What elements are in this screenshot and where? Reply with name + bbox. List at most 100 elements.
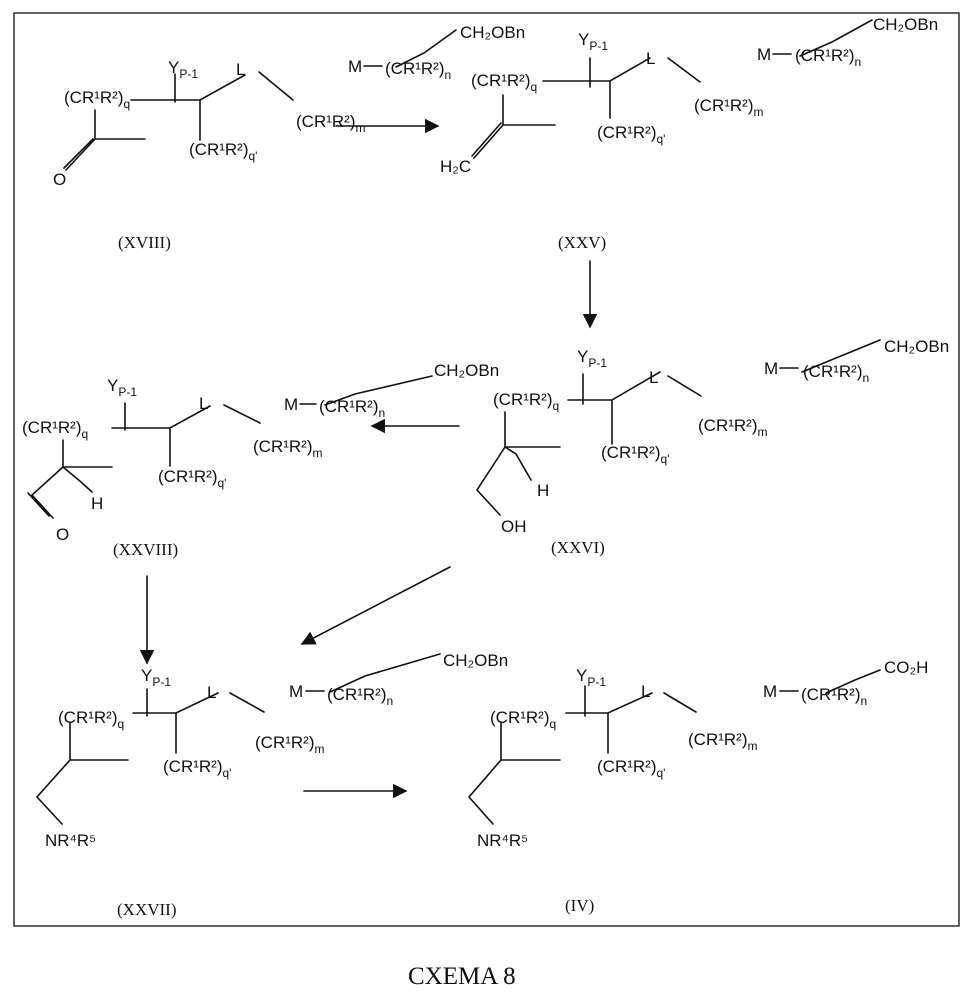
linker-m-label: M xyxy=(763,682,777,701)
compound-label: (XXVII) xyxy=(117,900,176,919)
group-label: (CR¹R²) xyxy=(698,416,757,435)
svg-text:(CR¹R²)n: (CR¹R²)n xyxy=(795,46,861,69)
group-label: (CR¹R²) xyxy=(597,123,656,142)
linker-l-label: L xyxy=(207,683,216,702)
linker-m-label: M xyxy=(289,682,303,701)
y-label: Y xyxy=(576,666,587,685)
svg-text:(CR¹R²)n: (CR¹R²)n xyxy=(803,362,869,385)
linker-m-label: M xyxy=(764,359,778,378)
compound-label: (XXVIII) xyxy=(113,540,178,559)
svg-text:(CR¹R²)m: (CR¹R²)m xyxy=(688,730,757,753)
compound-label: (XXV) xyxy=(558,233,606,252)
scheme-frame xyxy=(14,13,959,926)
group-label: (CR¹R²) xyxy=(694,96,753,115)
compound-XXVIII: (CR¹R²)q YP-1 L (CR¹R²)m (CR¹R²)q' M (CR… xyxy=(22,361,499,559)
svg-text:(CR¹R²)q: (CR¹R²)q xyxy=(22,418,88,441)
svg-text:(CR¹R²)n: (CR¹R²)n xyxy=(385,59,451,82)
group-label: (CR¹R²) xyxy=(189,140,248,159)
svg-text:(CR¹R²)q': (CR¹R²)q' xyxy=(163,757,231,780)
svg-text:YP-1: YP-1 xyxy=(141,666,171,689)
ch2obn-label: CH₂OBn xyxy=(884,337,949,356)
group-label: (CR¹R²) xyxy=(597,757,656,776)
co2h-label: CO₂H xyxy=(884,658,928,677)
ch2obn-label: CH₂OBn xyxy=(443,651,508,670)
svg-text:YP-1: YP-1 xyxy=(577,347,607,370)
compound-XXVI: (CR¹R²)q YP-1 L (CR¹R²)m (CR¹R²)q' M (CR… xyxy=(477,337,949,557)
svg-text:(CR¹R²)n: (CR¹R²)n xyxy=(801,685,867,708)
svg-text:(CR¹R²)n: (CR¹R²)n xyxy=(319,397,385,420)
svg-text:(CR¹R²)m: (CR¹R²)m xyxy=(255,733,324,756)
compound-label: (IV) xyxy=(565,896,594,915)
group-label: (CR¹R²) xyxy=(490,708,549,727)
group-label: (CR¹R²) xyxy=(801,685,860,704)
ch2obn-label: CH₂OBn xyxy=(460,23,525,42)
hydrogen-label: H xyxy=(537,481,549,500)
oxygen-label: O xyxy=(56,525,69,544)
ch2obn-label: CH₂OBn xyxy=(434,361,499,380)
group-label: (CR¹R²) xyxy=(158,467,217,486)
group-label: (CR¹R²) xyxy=(385,59,444,78)
linker-m-label: M xyxy=(757,45,771,64)
amine-label: NR⁴R⁵ xyxy=(45,831,96,850)
y-label: Y xyxy=(107,376,118,395)
linker-l-label: L xyxy=(236,60,245,79)
svg-text:(CR¹R²)q': (CR¹R²)q' xyxy=(597,757,665,780)
hydrogen-label: H xyxy=(91,494,103,513)
group-label: (CR¹R²) xyxy=(803,362,862,381)
svg-text:(CR¹R²)m: (CR¹R²)m xyxy=(694,96,763,119)
svg-text:(CR¹R²)q: (CR¹R²)q xyxy=(64,88,130,111)
group-label: (CR¹R²) xyxy=(58,708,117,727)
svg-text:(CR¹R²)m: (CR¹R²)m xyxy=(296,112,365,135)
svg-text:(CR¹R²)q': (CR¹R²)q' xyxy=(601,443,669,466)
svg-text:YP-1: YP-1 xyxy=(168,58,198,81)
ch2obn-label: CH₂OBn xyxy=(873,15,938,34)
compound-label: (XXVI) xyxy=(551,538,605,557)
svg-text:(CR¹R²)q': (CR¹R²)q' xyxy=(189,140,257,163)
svg-text:(CR¹R²)q: (CR¹R²)q xyxy=(490,708,556,731)
group-label: (CR¹R²) xyxy=(688,730,747,749)
group-label: (CR¹R²) xyxy=(296,112,355,131)
compound-label: (XVIII) xyxy=(118,233,171,252)
compound-XXVII: (CR¹R²)q YP-1 L (CR¹R²)m (CR¹R²)q' M (CR… xyxy=(37,651,508,919)
group-label: (CR¹R²) xyxy=(253,437,312,456)
linker-m-label: M xyxy=(284,395,298,414)
svg-text:(CR¹R²)q': (CR¹R²)q' xyxy=(597,123,665,146)
linker-l-label: L xyxy=(199,394,208,413)
linker-l-label: L xyxy=(641,682,650,701)
svg-text:(CR¹R²)q: (CR¹R²)q xyxy=(471,71,537,94)
svg-text:(CR¹R²)q: (CR¹R²)q xyxy=(58,708,124,731)
group-label: (CR¹R²) xyxy=(601,443,660,462)
amine-label: NR⁴R⁵ xyxy=(477,831,528,850)
group-label: (CR¹R²) xyxy=(319,397,378,416)
group-label: (CR¹R²) xyxy=(163,757,222,776)
y-label: Y xyxy=(168,58,179,77)
group-label: (CR¹R²) xyxy=(64,88,123,107)
linker-l-label: L xyxy=(649,368,658,387)
group-label: (CR¹R²) xyxy=(22,418,81,437)
oxygen-label: O xyxy=(53,170,66,189)
y-label: Y xyxy=(141,666,152,685)
h2c-label: H₂C xyxy=(440,157,471,176)
group-label: (CR¹R²) xyxy=(327,685,386,704)
svg-text:(CR¹R²)q: (CR¹R²)q xyxy=(493,390,559,413)
group-label: (CR¹R²) xyxy=(255,733,314,752)
svg-text:(CR¹R²)q': (CR¹R²)q' xyxy=(158,467,226,490)
svg-text:(CR¹R²)m: (CR¹R²)m xyxy=(253,437,322,460)
compound-XVIII: (CR¹R²)q YP-1 L (CR¹R²)m (CR¹R²)q' M (CR… xyxy=(53,23,525,252)
svg-text:(CR¹R²)n: (CR¹R²)n xyxy=(327,685,393,708)
y-label: Y xyxy=(577,347,588,366)
svg-text:YP-1: YP-1 xyxy=(107,376,137,399)
linker-m-label: M xyxy=(348,57,362,76)
scheme-title: CXEMA 8 xyxy=(408,963,516,990)
group-label: (CR¹R²) xyxy=(493,390,552,409)
reaction-arrow xyxy=(302,567,450,644)
hydroxyl-label: OH xyxy=(501,517,527,536)
compound-IV: (CR¹R²)q YP-1 L (CR¹R²)m (CR¹R²)q' M (CR… xyxy=(469,658,928,915)
y-label: Y xyxy=(578,30,589,49)
group-label: (CR¹R²) xyxy=(471,71,530,90)
svg-text:YP-1: YP-1 xyxy=(578,30,608,53)
svg-text:(CR¹R²)m: (CR¹R²)m xyxy=(698,416,767,439)
linker-l-label: L xyxy=(646,49,655,68)
compound-XXV: (CR¹R²)q YP-1 L (CR¹R²)m (CR¹R²)q' M (CR… xyxy=(440,15,938,252)
